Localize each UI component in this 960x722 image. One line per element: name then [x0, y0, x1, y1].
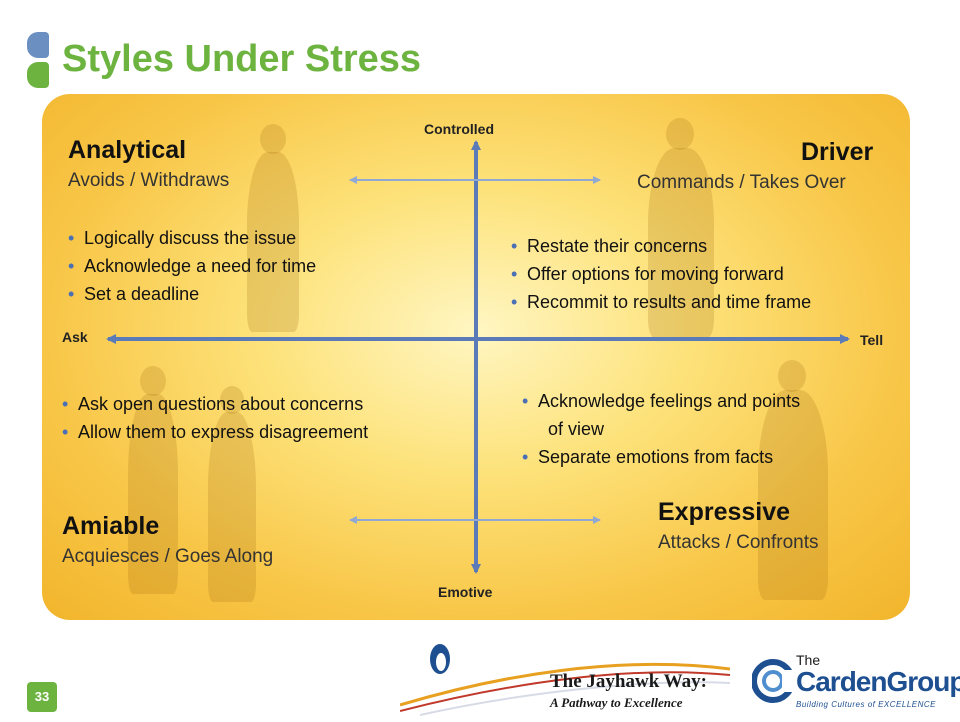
- jayhawk-swoosh-icon: [399, 644, 731, 716]
- jayhawk-line-1: The Jayhawk Way:: [550, 671, 707, 692]
- analytical-bullets: Logically discuss the issue Acknowledge …: [68, 224, 316, 308]
- jayhawk-way-logo: The Jayhawk Way: A Pathway to Excellence: [399, 635, 740, 717]
- list-item: Recommit to results and time frame: [511, 288, 811, 316]
- axis-label-tell: Tell: [860, 332, 884, 348]
- amiable-bullets: Ask open questions about concerns Allow …: [62, 390, 368, 446]
- list-item: Set a deadline: [68, 280, 316, 308]
- carden-tagline: Building Cultures of EXCELLENCE: [796, 700, 937, 709]
- expressive-bullets: Acknowledge feelings and points of view …: [522, 387, 800, 471]
- list-item: Restate their concerns: [511, 232, 811, 260]
- silhouette-analytical-head: [260, 124, 286, 154]
- carden-name-text: CardenGroup: [796, 666, 960, 697]
- analytical-subtitle: Avoids / Withdraws: [68, 170, 230, 191]
- title-decoration: [27, 32, 49, 88]
- list-item: Ask open questions about concerns: [62, 390, 368, 418]
- expressive-title: Expressive: [658, 498, 791, 526]
- driver-subtitle: Commands / Takes Over: [637, 172, 846, 193]
- list-item: Acknowledge a need for time: [68, 252, 316, 280]
- expressive-subtitle: Attacks / Confronts: [658, 532, 819, 553]
- slide-number: 33: [27, 682, 57, 712]
- carden-emblem-icon: [752, 659, 794, 703]
- carden-the-text: The: [796, 652, 821, 668]
- silhouette-expressive: [758, 390, 828, 600]
- list-item: Offer options for moving forward: [511, 260, 811, 288]
- list-item: Allow them to express disagreement: [62, 418, 368, 446]
- amiable-subtitle: Acquiesces / Goes Along: [62, 546, 274, 567]
- list-item: Logically discuss the issue: [68, 224, 316, 252]
- driver-bullets: Restate their concerns Offer options for…: [511, 232, 811, 316]
- carden-group-logo: The CardenGroup Building Cultures of EXC…: [752, 652, 960, 714]
- title-deco-blue-shape: [27, 32, 49, 58]
- analytical-title: Analytical: [68, 136, 187, 164]
- axis-label-controlled: Controlled: [424, 121, 494, 137]
- axis-label-emotive: Emotive: [438, 584, 493, 600]
- jayhawk-line-2: A Pathway to Excellence: [550, 695, 683, 710]
- silhouette-driver-head: [666, 118, 694, 150]
- driver-title: Driver: [801, 138, 874, 166]
- amiable-title: Amiable: [62, 512, 160, 540]
- list-item: of view: [548, 419, 605, 439]
- list-item: Separate emotions from facts: [522, 443, 800, 471]
- slide-title: Styles Under Stress: [62, 38, 422, 80]
- title-deco-green-shape: [27, 62, 49, 88]
- axis-label-ask: Ask: [62, 329, 88, 345]
- list-item: Acknowledge feelings and points: [522, 387, 800, 415]
